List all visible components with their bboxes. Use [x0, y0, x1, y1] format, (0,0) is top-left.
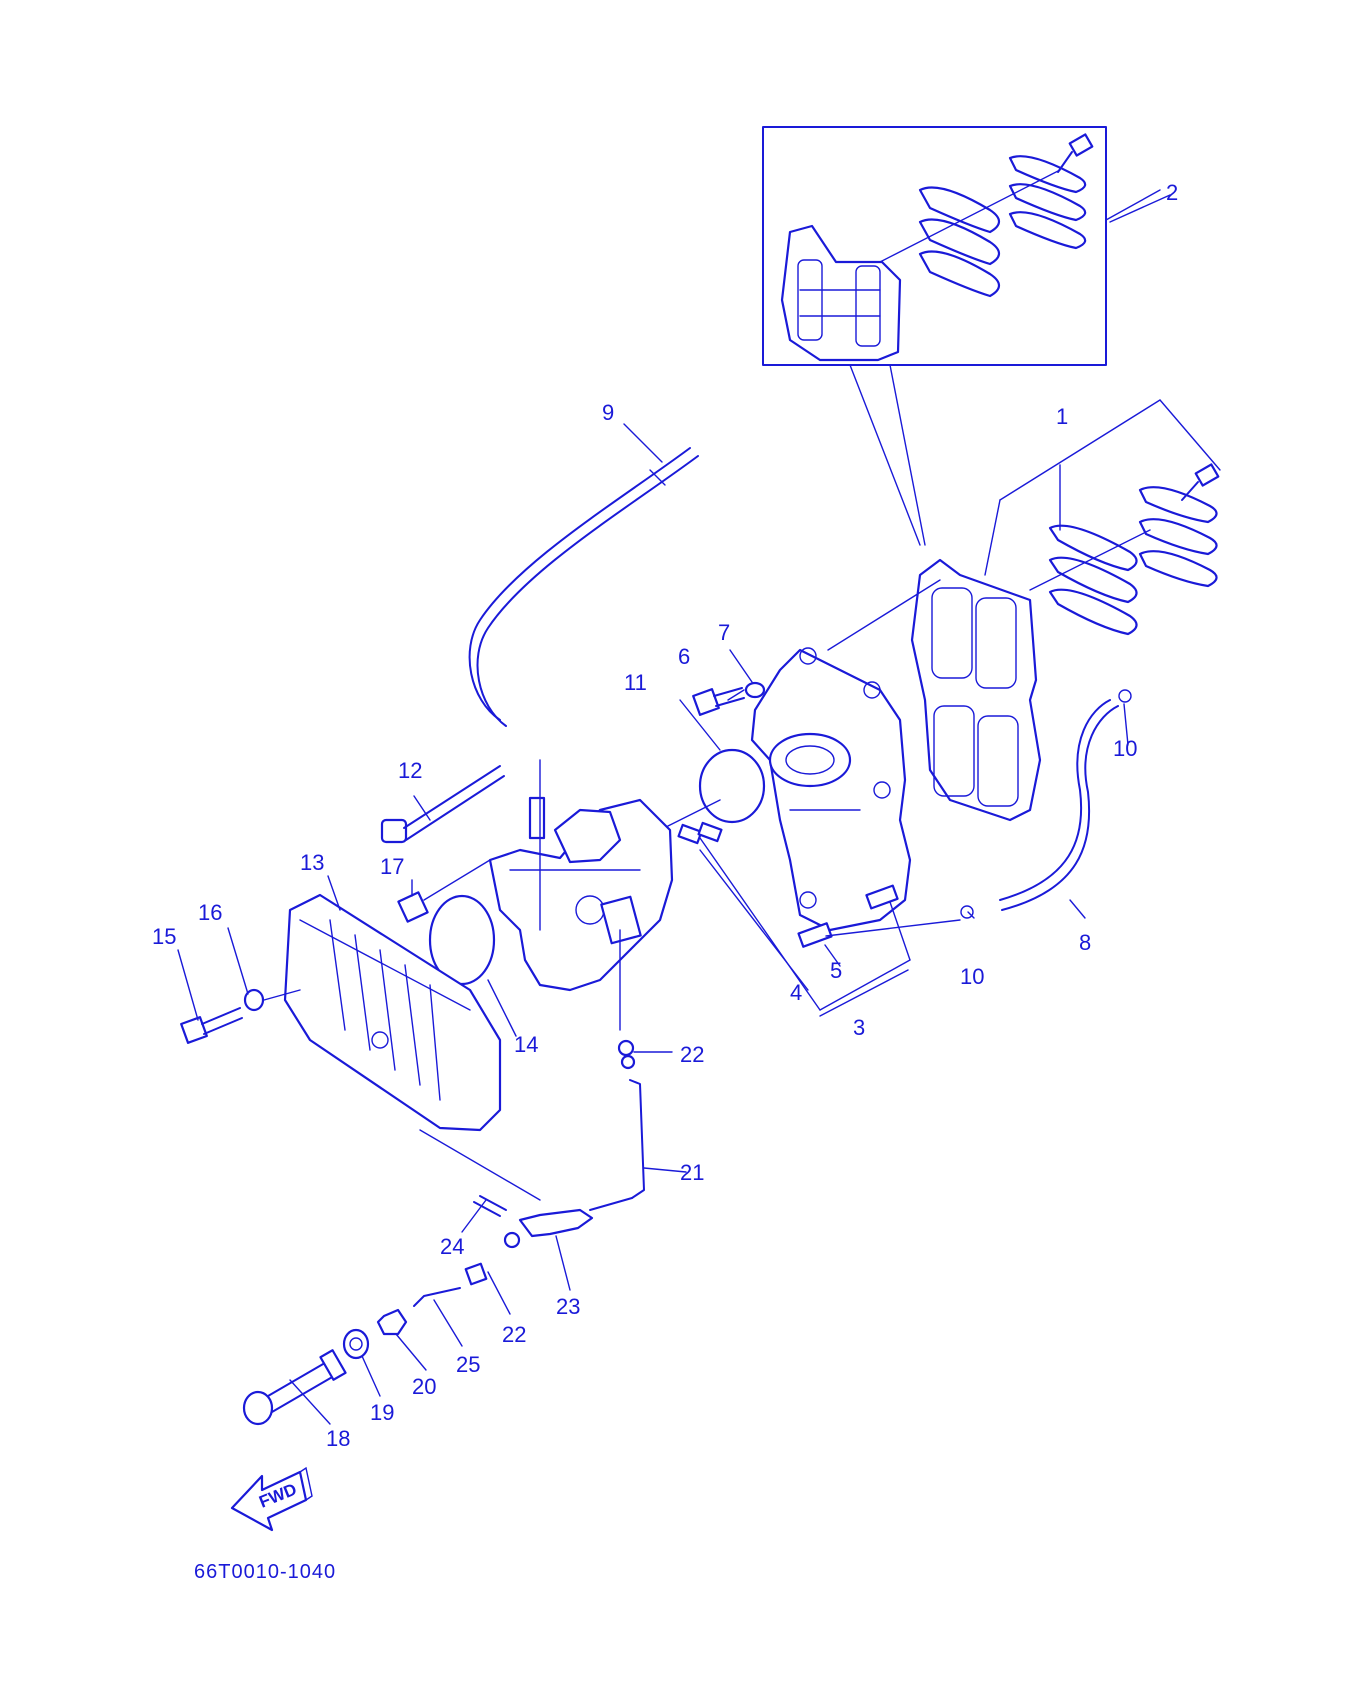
callout-22b: 22 [502, 1322, 526, 1347]
callout-16: 16 [198, 900, 222, 925]
callout-20: 20 [412, 1374, 436, 1399]
callout-2: 2 [1166, 180, 1178, 205]
callout-7: 7 [718, 620, 730, 645]
callout-8: 8 [1079, 930, 1091, 955]
callout-5: 5 [830, 958, 842, 983]
silencer-13 [283, 893, 541, 1201]
callout-22a: 22 [680, 1042, 704, 1067]
leader-lines [177, 194, 1171, 1425]
callout-15: 15 [152, 924, 176, 949]
gasket-11 [698, 748, 766, 824]
callout-21: 21 [680, 1160, 704, 1185]
callout-25: 25 [456, 1352, 480, 1377]
carburetor [488, 759, 674, 1031]
hose-8 [999, 699, 1111, 901]
forward-arrow: FWD [230, 1466, 313, 1532]
callout-18: 18 [326, 1426, 350, 1451]
bolt-12 [380, 765, 505, 844]
callout-11: 11 [624, 670, 647, 695]
callout-10b: 10 [960, 964, 984, 989]
screw-15 [180, 988, 301, 1044]
callout-4: 4 [790, 980, 802, 1005]
callout-19: 19 [370, 1400, 394, 1425]
callout-9: 9 [602, 400, 614, 425]
callout-24: 24 [440, 1234, 464, 1259]
callout-3: 3 [853, 1015, 865, 1040]
intake-manifold [699, 579, 961, 1011]
callout-14: 14 [514, 1032, 538, 1057]
choke-linkage [413, 1039, 645, 1307]
collar-17 [397, 891, 429, 923]
hose-9 [468, 447, 691, 721]
screws-4 [677, 821, 723, 845]
bolt-and-washer [692, 681, 766, 716]
callout-23: 23 [556, 1294, 580, 1319]
callout-13: 13 [300, 850, 324, 875]
callout-1: 1 [1056, 404, 1068, 429]
drawing-code: 66T0010-1040 [194, 1561, 336, 1583]
callout-10a: 10 [1113, 736, 1137, 761]
callout-17: 17 [380, 854, 404, 879]
inset-detail-box [762, 126, 1161, 366]
callout-labels: 1 2 3 4 5 6 7 8 9 10 10 11 12 13 14 15 1… [152, 180, 1178, 1451]
reed-valve-assembly [910, 399, 1221, 822]
callout-12: 12 [398, 758, 422, 783]
callout-6: 6 [678, 644, 690, 669]
